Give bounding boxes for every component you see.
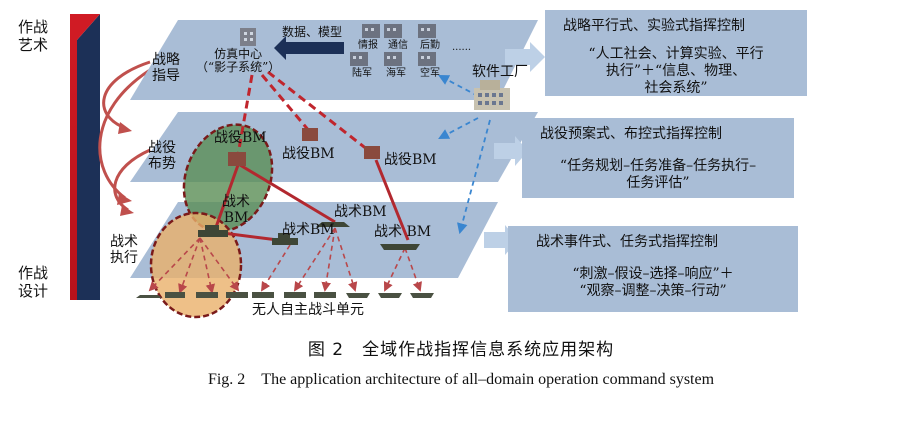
tactical-control-box: 战术事件式、任务式指挥控制 “刺激–假设–选择–响应”＋ “观察–调整–决策–行… — [508, 226, 798, 312]
arrow-strategic — [505, 42, 545, 72]
campaign-layer-label: 战役 布势 — [148, 140, 176, 172]
unit-label-army: 陆军 — [352, 68, 372, 79]
campaign-bm-b-label: 战役BM — [384, 152, 437, 168]
layer-strategic — [130, 20, 538, 100]
strategic-layer-label: 战略 指导 — [152, 52, 180, 84]
tactical-bm-main-label: 战术 BM — [222, 194, 250, 226]
strategic-control-title: 战略平行式、实验式指挥控制 — [563, 18, 745, 34]
campaign-bm-building-icons — [228, 128, 380, 166]
data-model-label: 数据、模型 — [282, 25, 343, 39]
sim-center-label: 仿真中心 （“影子系统”） — [196, 47, 281, 74]
software-factory-label: 软件工厂 — [472, 64, 528, 80]
tactical-bm-b-label: 战术BM — [334, 204, 387, 220]
unit-label-intel: 情报 — [358, 40, 378, 51]
unmanned-unit-icons — [136, 292, 434, 298]
unit-label-navy: 海军 — [386, 68, 406, 79]
axis-navy-wedge — [77, 14, 100, 300]
unit-label-logistics: 后勤 — [420, 40, 440, 51]
figure-caption-en: Fig. 2 The application architecture of a… — [207, 371, 715, 388]
campaign-bm-main-label: 战役BM — [214, 130, 267, 146]
tactical-vehicle-icons — [198, 222, 420, 250]
strategic-control-body: “人工社会、计算实验、平行 执行”＋“信息、物理、 社会系统” — [588, 46, 764, 96]
campaign-control-title: 战役预案式、布控式指挥控制 — [540, 126, 722, 142]
curve-arrow-1 — [102, 60, 151, 130]
strategic-control-box: 战略平行式、实验式指挥控制 “人工社会、计算实验、平行 执行”＋“信息、物理、 … — [545, 10, 807, 96]
unit-label-airforce: 空军 — [420, 68, 440, 79]
tactical-bm-a-label: 战术BM — [282, 222, 335, 238]
unmanned-units-label: 无人自主战斗单元 — [252, 302, 364, 318]
figure-caption-cn: 图 2 全域作战指挥信息系统应用架构 — [307, 340, 615, 360]
tactical-control-title: 战术事件式、任务式指挥控制 — [536, 234, 718, 250]
campaign-control-body: “任务规划–任务准备–任务执行– 任务评估” — [559, 158, 757, 191]
unit-label-comms: 通信 — [388, 40, 408, 51]
campaign-control-box: 战役预案式、布控式指挥控制 “任务规划–任务准备–任务执行– 任务评估” — [522, 118, 794, 198]
tactical-bm-c-label: 战术 BM — [374, 224, 432, 240]
campaign-bm-a-label: 战役BM — [282, 146, 335, 162]
arrow-campaign — [494, 136, 528, 166]
tactical-control-body: “刺激–假设–选择–响应”＋ “观察–调整–决策–行动” — [572, 266, 734, 299]
sim-center-building-icon — [240, 28, 256, 46]
unit-ellipsis: ...... — [452, 42, 472, 53]
tactical-layer-label: 战术 执行 — [110, 234, 138, 266]
axis-bottom-label: 作战 设计 — [18, 264, 49, 300]
data-model-arrow — [274, 36, 344, 60]
software-factory-icon — [474, 80, 510, 110]
axis-top-label: 作战 艺术 — [18, 18, 49, 54]
tactical-ellipse — [149, 211, 243, 319]
axis-red-bar — [70, 14, 77, 300]
